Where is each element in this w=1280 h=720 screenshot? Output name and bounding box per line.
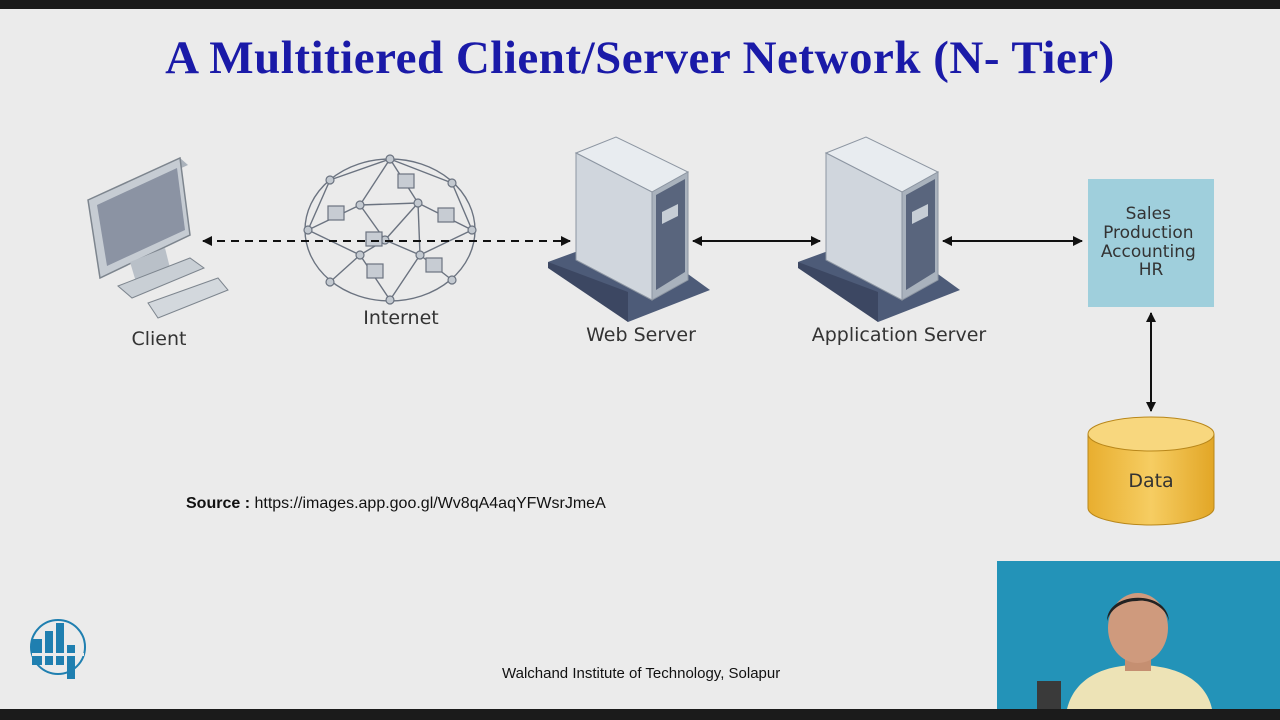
application-server-icon <box>798 136 960 322</box>
client-icon <box>87 156 229 319</box>
internet-label: Internet <box>363 307 438 329</box>
presenter-video-feed <box>997 561 1280 709</box>
source-citation: Source : https://images.app.goo.gl/Wv8qA… <box>186 495 606 513</box>
source-label: Source : <box>186 495 251 512</box>
client-label: Client <box>131 328 186 350</box>
department-hr: HR <box>1139 260 1164 280</box>
footer-institute: Walchand Institute of Technology, Solapu… <box>502 665 781 682</box>
department-accounting: Accounting <box>1101 242 1196 262</box>
network-diagram: Sales Production Accounting HR Data Clie… <box>87 136 1215 526</box>
video-bottom-bar <box>0 709 1280 720</box>
slide-title: A Multitiered Client/Server Network (N- … <box>165 32 1115 84</box>
department-sales: Sales <box>1126 204 1171 224</box>
department-production: Production <box>1103 223 1193 243</box>
web-server-label: Web Server <box>586 324 696 346</box>
data-label: Data <box>1128 470 1173 492</box>
application-server-label: Application Server <box>812 324 987 346</box>
slide: A Multitiered Client/Server Network (N- … <box>0 9 1280 709</box>
web-server-icon <box>548 136 710 322</box>
svg-text:Sales Production A: Sales Production Accounting HR <box>1101 204 1201 280</box>
departments-box <box>1088 179 1214 307</box>
internet-globe-icon <box>303 154 477 305</box>
database-cylinder-icon <box>1087 416 1215 526</box>
institute-logo <box>30 619 86 679</box>
source-url[interactable]: https://images.app.goo.gl/Wv8qA4aqYFWsrJ… <box>254 495 606 512</box>
